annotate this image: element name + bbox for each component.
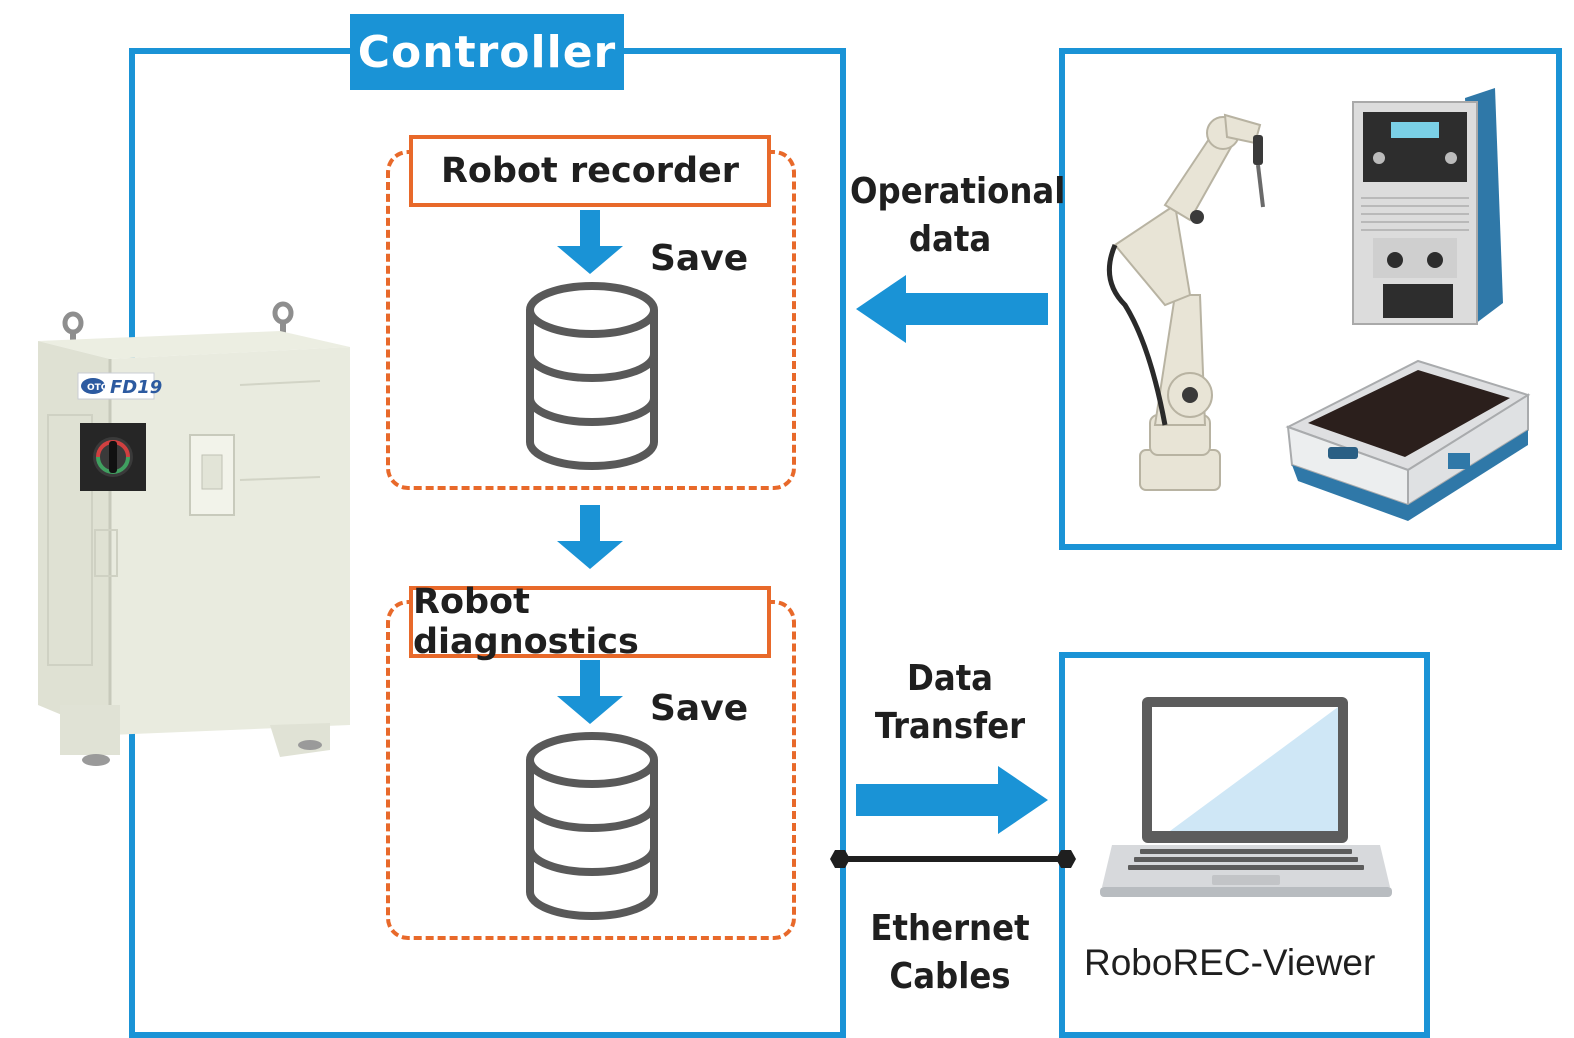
right-arrow-icon xyxy=(856,766,1048,834)
robot-recorder-label: Robot recorder xyxy=(409,135,771,207)
ethernet-cables-label: Ethernet Cables xyxy=(850,905,1050,1001)
laptop-icon xyxy=(1100,697,1392,897)
left-arrow-icon xyxy=(856,275,1048,343)
welding-power-source-image xyxy=(1352,88,1503,325)
robot-diagnostics-label: Robot diagnostics xyxy=(409,582,771,662)
robot-arm-image xyxy=(1106,113,1265,491)
operational-data-line1: Operational xyxy=(850,171,1066,212)
operational-data-line2: data xyxy=(908,219,992,260)
database-icon-recorder xyxy=(526,282,658,470)
save-arrow-icon-recorder xyxy=(557,210,623,274)
save-label-recorder: Save xyxy=(650,238,749,279)
roborec-viewer-label: RoboREC-Viewer xyxy=(1084,942,1376,983)
flow-down-arrow-icon xyxy=(557,505,623,569)
data-transfer-line1: Data xyxy=(906,658,994,699)
controller-cabinet-image: OTC FD19 xyxy=(38,301,350,766)
ethernet-cable-icon xyxy=(830,850,1076,868)
data-transfer-label: Data Transfer xyxy=(850,655,1050,751)
controller-title: Controller xyxy=(350,14,624,90)
svg-text:FD19: FD19 xyxy=(110,377,162,398)
database-icon-diagnostics xyxy=(526,732,658,920)
agv-image xyxy=(1285,359,1531,521)
ethernet-cables-line2: Cables xyxy=(889,956,1011,997)
data-transfer-line2: Transfer xyxy=(874,706,1026,747)
equipment-frame xyxy=(1059,48,1562,550)
svg-text:OTC: OTC xyxy=(87,383,108,393)
ethernet-cables-line1: Ethernet xyxy=(870,908,1030,949)
save-label-diagnostics: Save xyxy=(650,688,749,729)
save-arrow-icon-diagnostics xyxy=(557,660,623,724)
operational-data-label: Operational data xyxy=(850,168,1066,264)
